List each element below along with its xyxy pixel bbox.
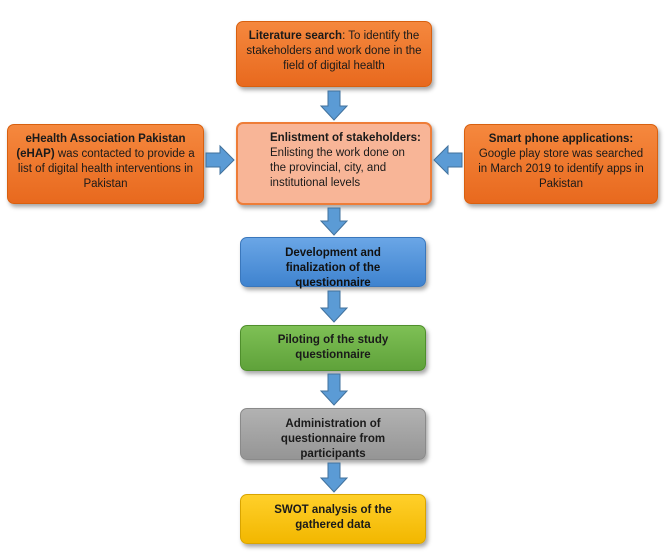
literature-search-box: Literature search: To identify the stake… (236, 21, 432, 87)
literature-search-text: : To identify the stakeholders and work … (246, 30, 422, 72)
arrow-right-icon (205, 144, 235, 176)
arrow-down-icon (319, 290, 349, 323)
ehealth-association-text: was contacted to provide a list of digit… (17, 148, 195, 190)
piloting-questionnaire-box: Piloting of the study questionnaire (240, 325, 426, 371)
arrow-down-icon (319, 462, 349, 493)
swot-analysis-box: SWOT analysis of the gathered data (240, 494, 426, 544)
arrow-down-icon (319, 373, 349, 406)
administration-questionnaire-text: Administration of questionnaire from par… (280, 418, 386, 460)
enlistment-stakeholders-box: Enlistment of stakeholders: Enlisting th… (236, 122, 432, 205)
smartphone-applications-box: Smart phone applications: Google play st… (464, 124, 658, 204)
arrow-down-icon (319, 207, 349, 236)
development-questionnaire-box: Development and finalization of the ques… (240, 237, 426, 289)
ehealth-association-title: eHealth Association Pakistan (eHAP) (16, 133, 186, 160)
arrow-left-icon (433, 144, 463, 176)
literature-search-title: Literature search (248, 30, 343, 42)
enlistment-stakeholders-title: Enlistment of stakeholders: (270, 132, 421, 144)
development-questionnaire-text: Development and finalization of the ques… (285, 247, 381, 289)
swot-analysis-text: SWOT analysis of the gathered data (274, 504, 392, 531)
administration-questionnaire-box: Administration of questionnaire from par… (240, 408, 426, 460)
ehealth-association-box: eHealth Association Pakistan (eHAP) was … (7, 124, 204, 204)
smartphone-applications-title: Smart phone applications: (488, 133, 634, 145)
smartphone-applications-text: Google play store was searched in March … (478, 148, 644, 190)
enlistment-stakeholders-text: Enlisting the work done on the provincia… (270, 147, 405, 189)
piloting-questionnaire-text: Piloting of the study questionnaire (277, 334, 389, 361)
arrow-down-icon (319, 90, 349, 121)
